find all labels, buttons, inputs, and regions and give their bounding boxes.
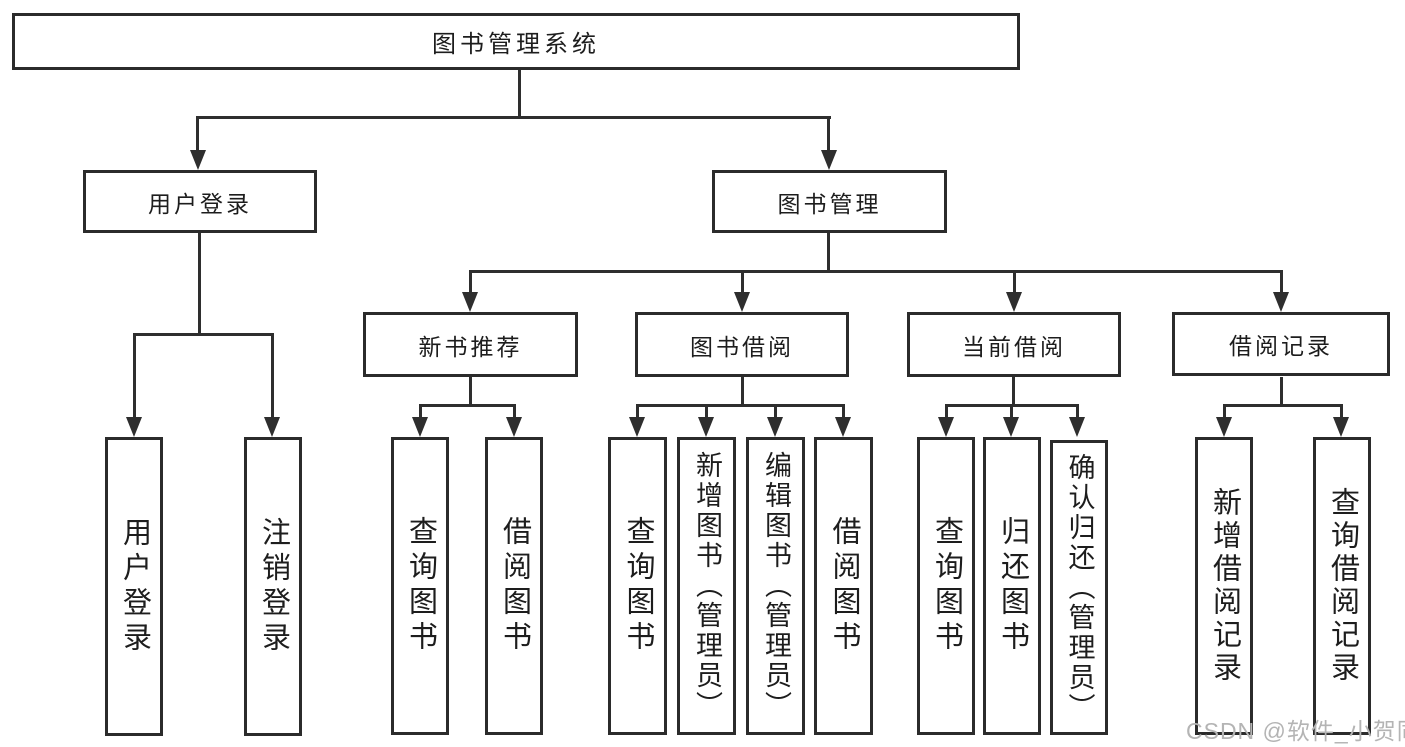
arrow-down-icon [1003,417,1019,437]
watermark: CSDN @软件_小贺同学 [1186,718,1405,744]
node-borrow-records: 借阅记录 [1172,312,1390,376]
connector-drop [774,404,777,419]
node-query-borrow-record: 查询借阅记录 [1313,437,1371,735]
arrow-down-icon [1333,417,1349,437]
arrow-down-icon [698,417,714,437]
connector-drop [469,270,472,294]
arrow-down-icon [629,417,645,437]
connector-stem [1280,377,1283,407]
connector-drop [419,404,422,419]
connector-stem [469,377,472,407]
connector-drop [1223,404,1226,419]
node-label: 借阅图书 [498,516,531,656]
connector-book-mgmt-drop [827,116,830,152]
node-current-borrowing: 当前借阅 [907,312,1121,377]
arrow-down-icon [1006,292,1022,312]
node-label: 编辑图书（管理员） [761,451,791,721]
arrow-down-icon [190,150,206,170]
arrow-down-icon [821,150,837,170]
connector-drop [741,270,744,294]
arrow-down-icon [1273,292,1289,312]
arrow-down-icon [938,417,954,437]
node-label: 确认归还（管理员） [1064,452,1095,723]
node-logout: 注销登录 [244,437,302,736]
node-book-management: 图书管理 [712,170,947,233]
node-book-borrowing: 图书借阅 [635,312,849,377]
connector-level3-hline [469,270,1283,273]
arrow-down-icon [734,292,750,312]
node-label: 用户登录 [118,516,151,657]
connector-drop [842,404,845,419]
node-label: 查询借阅记录 [1326,487,1359,685]
node-label: 图书管理 [777,190,882,217]
node-label: 当前借阅 [962,333,1066,360]
connector-level2-hline [196,116,831,119]
node-query-books: 查询图书 [917,437,975,735]
node-borrow-books: 借阅图书 [814,437,873,735]
node-label: 新增图书（管理员） [692,451,722,721]
arrow-down-icon [767,417,783,437]
node-label: 查询图书 [622,516,654,656]
connector-hline [636,404,845,407]
node-label: 注销登录 [257,516,290,657]
arrow-down-icon [126,417,142,437]
connector-book-mgmt-stem [827,233,830,273]
connector-drop [1010,404,1013,419]
node-label: 查询图书 [930,516,963,656]
connector-drop [1340,404,1343,419]
node-new-book-recommend: 新书推荐 [363,312,578,377]
node-label: 图书借阅 [690,333,794,360]
node-library-system: 图书管理系统 [12,13,1020,70]
node-query-books: 查询图书 [608,437,667,735]
connector-drop [513,404,516,419]
node-label: 图书管理系统 [432,31,600,58]
connector-user-login-drop [196,116,199,152]
node-label: 用户登录 [148,190,252,217]
node-return-books: 归还图书 [983,437,1041,735]
node-user-login-leaf: 用户登录 [105,437,163,736]
arrow-down-icon [264,417,280,437]
connector-drop [636,404,639,419]
arrow-down-icon [412,417,428,437]
node-add-borrow-record: 新增借阅记录 [1195,437,1253,735]
node-query-books: 查询图书 [391,437,449,735]
node-user-login: 用户登录 [83,170,317,233]
node-add-book-admin: 新增图书（管理员） [677,437,736,735]
connector-user-login-hline [133,333,274,336]
node-borrow-books: 借阅图书 [485,437,543,735]
node-label: 查询图书 [404,516,437,656]
connector-hline [1223,404,1343,407]
connector-hline [419,404,516,407]
connector-drop [1076,404,1079,419]
connector-drop [1013,270,1016,294]
connector-stem [1012,377,1015,407]
connector-user-login-stem [198,233,201,336]
connector-stem [741,377,744,407]
connector-drop [705,404,708,419]
arrow-down-icon [1069,417,1085,437]
node-label: 归还图书 [996,516,1029,656]
arrow-down-icon [1216,417,1232,437]
connector-drop [133,333,136,420]
node-label: 新增借阅记录 [1208,487,1241,685]
connector-drop [271,333,274,420]
arrow-down-icon [506,417,522,437]
node-label: 借阅记录 [1229,333,1333,359]
connector-drop [1280,270,1283,294]
connector-drop [945,404,948,419]
node-edit-book-admin: 编辑图书（管理员） [746,437,805,735]
node-label: 新书推荐 [418,333,523,360]
node-label: 借阅图书 [828,516,860,656]
connector-root-stem [518,69,521,119]
arrow-down-icon [462,292,478,312]
node-confirm-return-admin: 确认归还（管理员） [1050,440,1108,735]
arrow-down-icon [835,417,851,437]
